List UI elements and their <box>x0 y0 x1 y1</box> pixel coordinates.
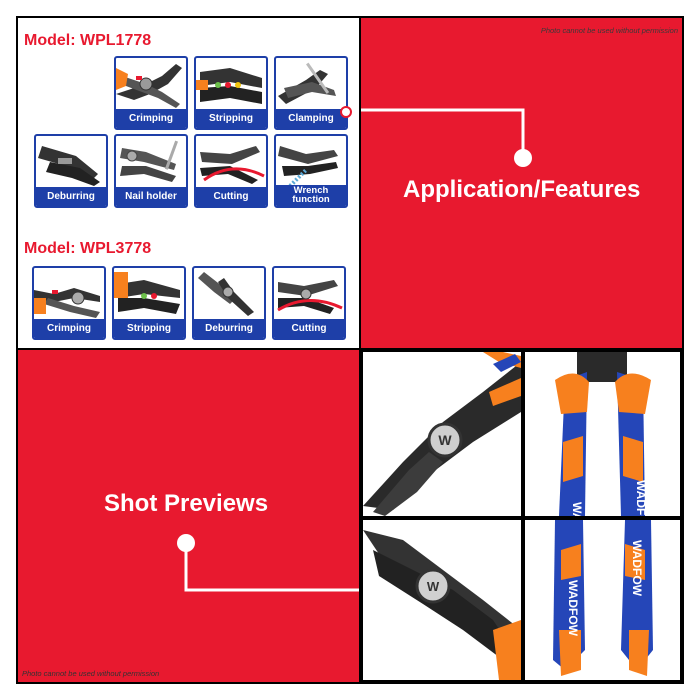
clamping-icon <box>278 62 336 104</box>
pointer-connector <box>361 108 532 167</box>
cutting-icon <box>277 280 343 314</box>
photo-grid: W WADFOW WADFOW W <box>361 350 682 682</box>
svg-text:W: W <box>438 432 452 448</box>
feature-label: Wrench function <box>276 185 346 206</box>
feature-tile-cutting-2: Cutting <box>272 266 346 340</box>
svg-text:W: W <box>427 579 440 594</box>
stripping-icon <box>196 68 262 104</box>
feature-tile-cutting: Cutting <box>194 134 268 208</box>
cutting-icon <box>200 146 265 184</box>
feature-tile-stripping: Stripping <box>194 56 268 130</box>
photo-pliers-handles-bottom: WADFOW WADFOW <box>525 520 680 680</box>
feature-label: Crimping <box>116 109 186 128</box>
connector-start-dot <box>340 106 352 118</box>
feature-tile-wrench-function: Wrench function <box>274 134 348 208</box>
brand-text: WADFOW <box>570 502 584 516</box>
feature-tile-deburring-2: Deburring <box>192 266 266 340</box>
pliers-handles-icon: WADFOW WADFOW <box>555 352 651 516</box>
application-panel: Photo cannot be used without permission … <box>361 18 682 348</box>
feature-tile-clamping: Clamping <box>274 56 348 130</box>
feature-tile-deburring: Deburring <box>34 134 108 208</box>
pointer-connector <box>177 534 359 592</box>
feature-tile-nail-holder: Nail holder <box>114 134 188 208</box>
feature-label: Cutting <box>274 319 344 338</box>
feature-label: Deburring <box>194 319 264 338</box>
feature-tile-stripping-2: Stripping <box>112 266 186 340</box>
application-title: Application/Features <box>403 176 641 203</box>
feature-label: Crimping <box>34 319 104 338</box>
shot-previews-title: Shot Previews <box>104 490 269 517</box>
feature-label: Stripping <box>114 319 184 338</box>
nail-holder-icon <box>120 140 179 182</box>
shot-previews-panel: Shot Previews Photo cannot be used witho… <box>18 350 359 682</box>
feature-label: Deburring <box>36 187 106 206</box>
watermark-text: Photo cannot be used without permission <box>540 26 678 35</box>
model-title-wpl3778: Model: WPL3778 <box>24 240 152 257</box>
pliers-side-icon: W <box>363 530 521 680</box>
crimping-icon <box>116 64 182 108</box>
deburring-icon <box>38 146 100 186</box>
pliers-handles-icon: WADFOW WADFOW <box>553 520 653 676</box>
deburring-icon <box>198 272 254 316</box>
feature-label: Nail holder <box>116 187 186 206</box>
photo-pliers-handles-top: WADFOW WADFOW <box>525 352 680 516</box>
feature-label: Stripping <box>196 109 266 128</box>
brand-text: WADFOW <box>630 540 644 597</box>
brand-text: WADFOW <box>634 480 648 516</box>
crimping-icon <box>34 288 100 318</box>
photo-pliers-head: W <box>363 352 521 516</box>
photo-pliers-side: W <box>363 520 521 680</box>
model-title-wpl1778: Model: WPL1778 <box>24 32 152 49</box>
feature-tile-crimping: Crimping <box>114 56 188 130</box>
brand-text: WADFOW <box>566 580 580 637</box>
feature-label: Cutting <box>196 187 266 206</box>
stripping-icon <box>114 272 180 314</box>
watermark-text: Photo cannot be used without permission <box>22 669 160 678</box>
wrench-function-icon <box>278 146 338 188</box>
features-panel: Model: WPL1778 Crimping Stripping Clampi… <box>18 18 359 348</box>
pliers-head-icon: W <box>363 352 521 516</box>
feature-tile-crimping-2: Crimping <box>32 266 106 340</box>
feature-label: Clamping <box>276 109 346 128</box>
